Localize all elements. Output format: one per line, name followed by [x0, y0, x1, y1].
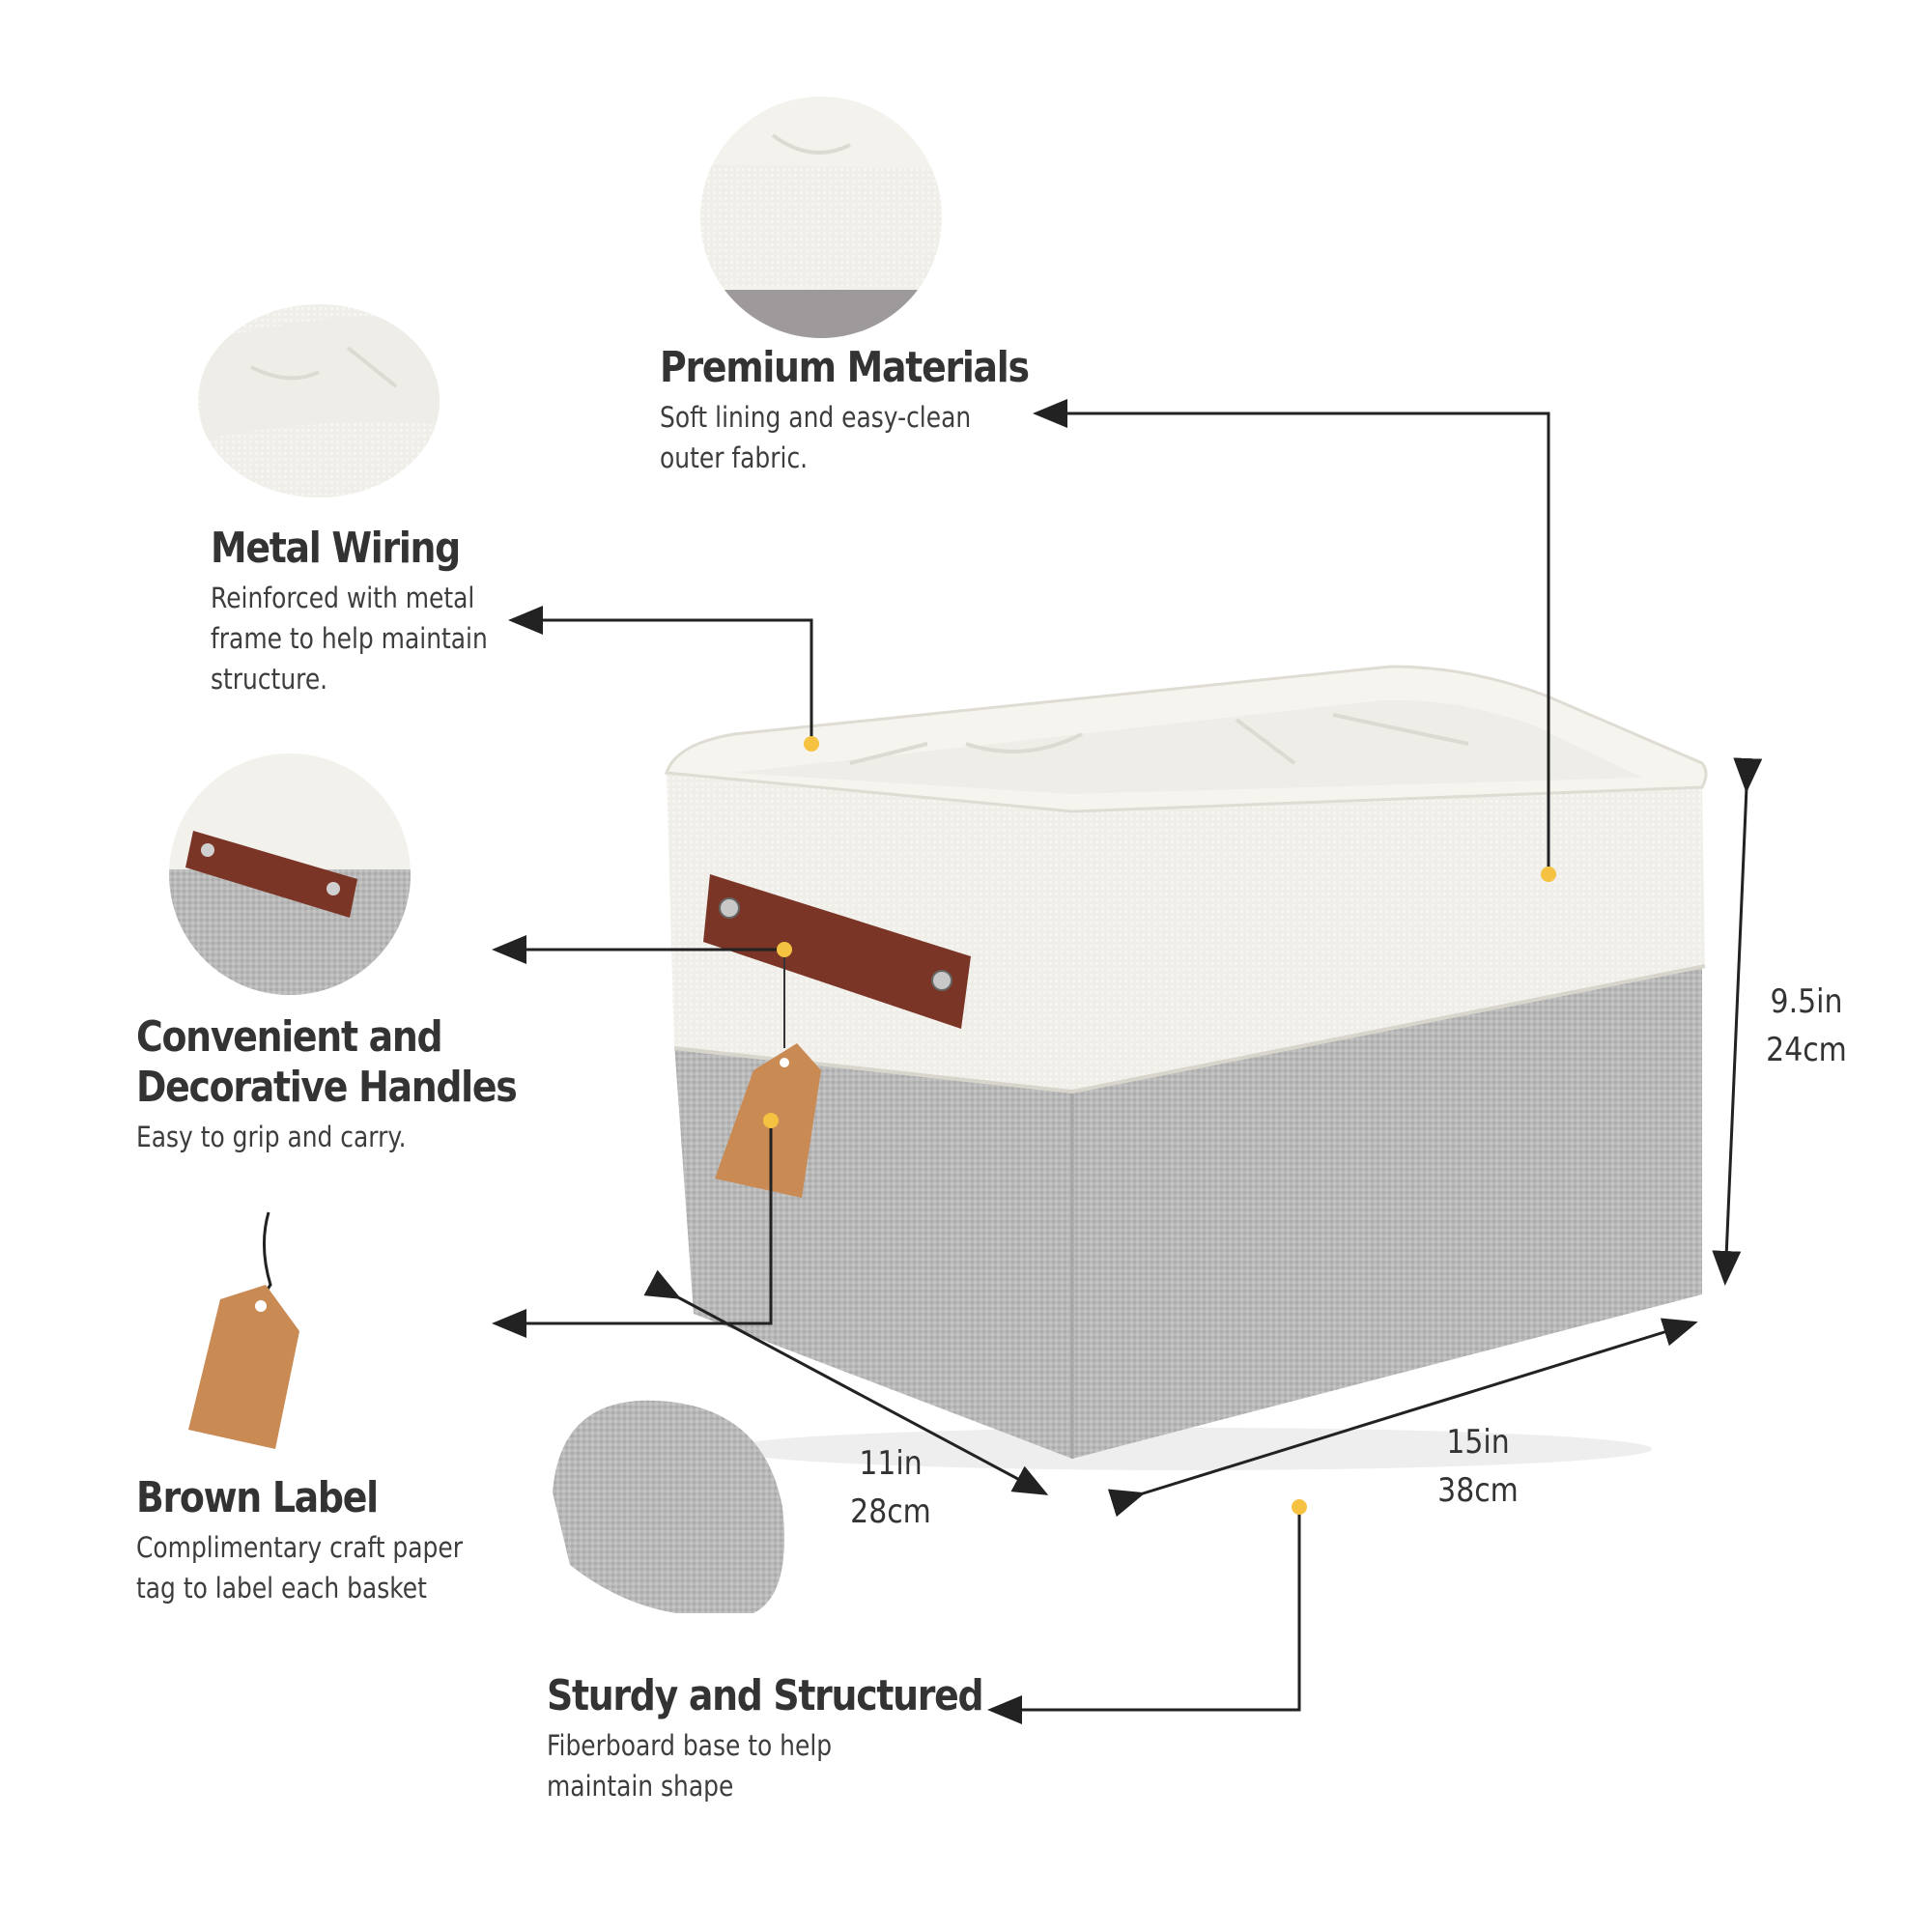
- feature-desc-line: structure.: [211, 663, 328, 696]
- dimension-arrows: [643, 757, 1763, 1518]
- kraft-tag-image: [188, 1211, 299, 1449]
- callout-line-metal: [508, 606, 813, 744]
- feature-desc-line: Reinforced with metal: [211, 582, 475, 614]
- feature-metal-wiring: Metal Wiring Reinforced with metal frame…: [211, 524, 533, 699]
- dimension-metric: 28cm: [850, 1492, 931, 1531]
- feature-title: Convenient and: [136, 1012, 443, 1062]
- handle-detail-image: [169, 753, 411, 995]
- base-fabric-detail-image: [553, 1400, 784, 1613]
- feature-handles: Convenient and Decorative Handles Easy t…: [136, 1012, 578, 1157]
- dimension-metric: 24cm: [1766, 1031, 1847, 1069]
- depth-dimension-label: 11in 28cm: [839, 1439, 942, 1536]
- feature-desc-line: maintain shape: [547, 1770, 734, 1803]
- feature-title: Metal Wiring: [211, 524, 461, 573]
- dimension-imperial: 15in: [1446, 1423, 1510, 1462]
- dot-sturdy: [1292, 1499, 1307, 1515]
- dimension-imperial: 11in: [859, 1444, 923, 1483]
- basket-image: [664, 665, 1708, 1470]
- feature-desc-line: Complimentary craft paper: [136, 1531, 463, 1564]
- feature-desc-line: tag to label each basket: [136, 1572, 427, 1605]
- feature-brown-label: Brown Label Complimentary craft paper ta…: [136, 1473, 516, 1608]
- height-dimension-label: 9.5in 24cm: [1755, 978, 1858, 1074]
- rim-detail-image: [198, 304, 440, 497]
- feature-title: Decorative Handles: [136, 1063, 518, 1112]
- feature-title: Premium Materials: [660, 343, 1030, 392]
- depth-arrow: [643, 1269, 1049, 1495]
- feature-desc-line: Fiberboard base to help: [547, 1729, 833, 1762]
- feature-desc-line: Easy to grip and carry.: [136, 1121, 407, 1153]
- feature-desc-line: outer fabric.: [660, 441, 809, 474]
- dimension-imperial: 9.5in: [1770, 982, 1843, 1021]
- feature-premium-materials: Premium Materials Soft lining and easy-c…: [660, 343, 1089, 478]
- feature-title: Brown Label: [136, 1473, 379, 1522]
- width-dimension-label: 15in 38cm: [1427, 1418, 1529, 1515]
- dot-premium: [1541, 867, 1556, 882]
- width-arrow: [1107, 1318, 1698, 1518]
- feature-desc-line: frame to help maintain: [211, 622, 488, 655]
- basket-handle: [703, 874, 971, 1029]
- callout-lines: [492, 399, 1550, 1724]
- lining-detail-image: [700, 97, 942, 338]
- basket-lining: [734, 699, 1642, 794]
- dot-metal: [804, 736, 819, 752]
- feature-title: Sturdy and Structured: [547, 1671, 984, 1720]
- height-arrow: [1712, 757, 1763, 1286]
- dimension-metric: 38cm: [1437, 1471, 1519, 1510]
- callout-line-premium: [1033, 399, 1550, 874]
- callout-line-sturdy: [987, 1507, 1301, 1724]
- feature-desc-line: Soft lining and easy-clean: [660, 401, 972, 434]
- dot-handles: [777, 942, 792, 957]
- dot-label: [763, 1113, 779, 1128]
- feature-sturdy: Sturdy and Structured Fiberboard base to…: [547, 1671, 1054, 1806]
